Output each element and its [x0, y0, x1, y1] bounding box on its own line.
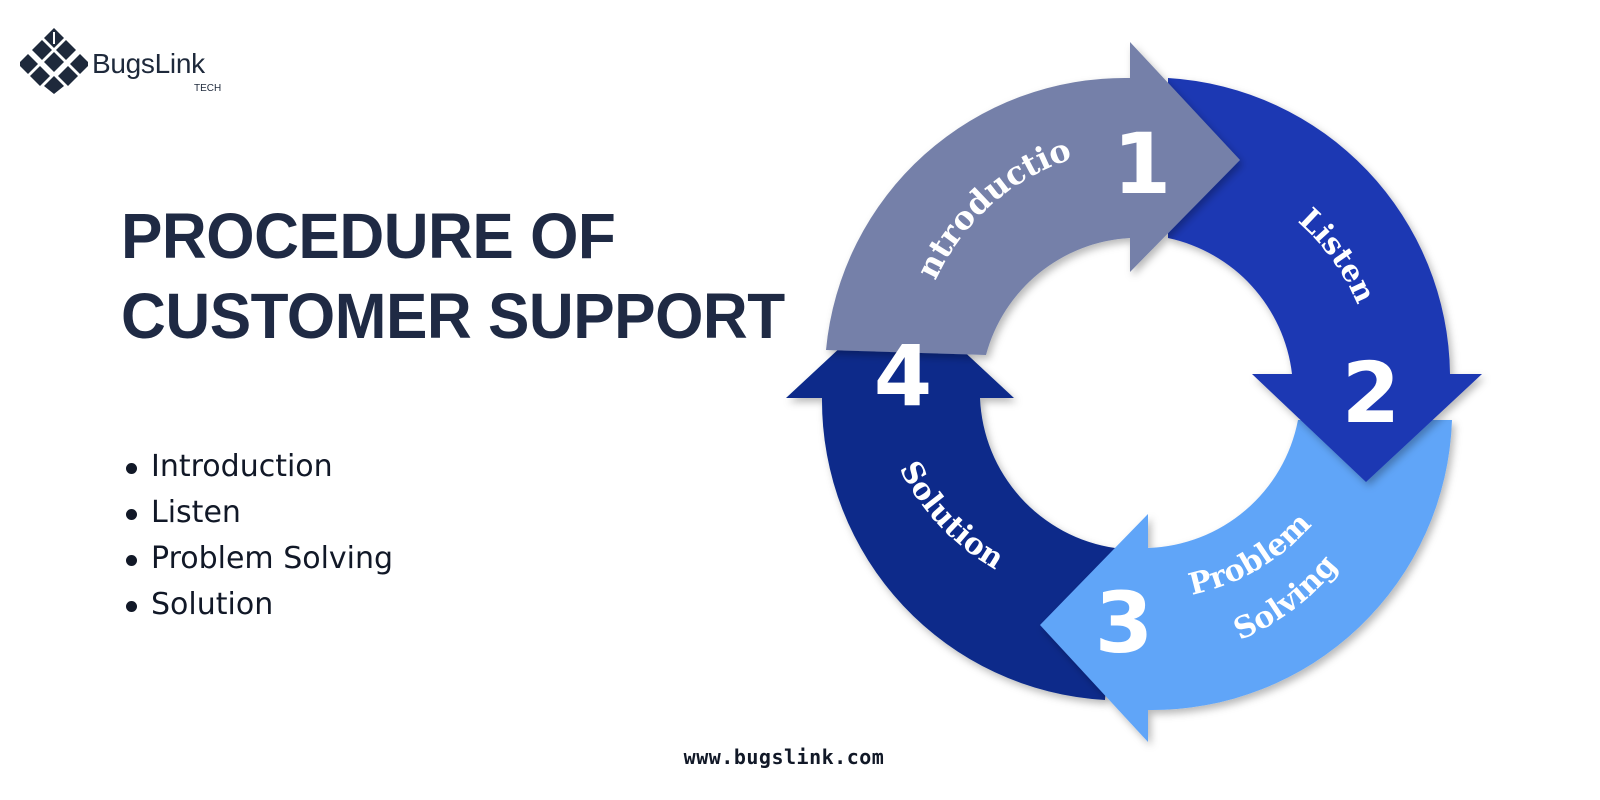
cycle-arrow-solution — [786, 292, 1115, 700]
list-item-label: Problem Solving — [151, 541, 394, 576]
cycle-arrow-listen — [1168, 78, 1482, 482]
step-number-3: 3 — [1095, 574, 1153, 672]
cycle-arrow-problem-solving — [1040, 420, 1452, 742]
list-item: Listen — [126, 490, 393, 536]
list-item: Solution — [126, 582, 393, 628]
bullet-icon — [126, 509, 137, 520]
bullet-icon — [126, 463, 137, 474]
brand-logo: BugsLink TECH — [20, 26, 250, 98]
steps-list: Introduction Listen Problem Solving Solu… — [126, 444, 393, 628]
page-title-line2: CUSTOMER SUPPORT — [121, 280, 785, 352]
step-number-2: 2 — [1342, 344, 1400, 442]
step-number-4: 4 — [874, 327, 932, 425]
page-title-line1: PROCEDURE OF — [121, 200, 616, 272]
bullet-icon — [126, 555, 137, 566]
bug-logo-icon — [20, 28, 88, 94]
page-title: PROCEDURE OF CUSTOMER SUPPORT — [121, 196, 785, 356]
brand-subtitle: TECH — [194, 83, 222, 94]
list-item: Problem Solving — [126, 536, 393, 582]
brand-name: BugsLink — [92, 48, 205, 79]
step-number-1: 1 — [1113, 115, 1171, 213]
list-item-label: Listen — [151, 495, 241, 530]
cycle-diagram: 1 2 3 4 Introduction Listen Problem Solv… — [760, 20, 1482, 742]
website-url: www.bugslink.com — [683, 745, 885, 769]
cycle-arrow-introduction — [826, 42, 1240, 355]
list-item: Introduction — [126, 444, 393, 490]
list-item-label: Introduction — [151, 449, 333, 484]
bullet-icon — [126, 601, 137, 612]
list-item-label: Solution — [151, 587, 274, 622]
